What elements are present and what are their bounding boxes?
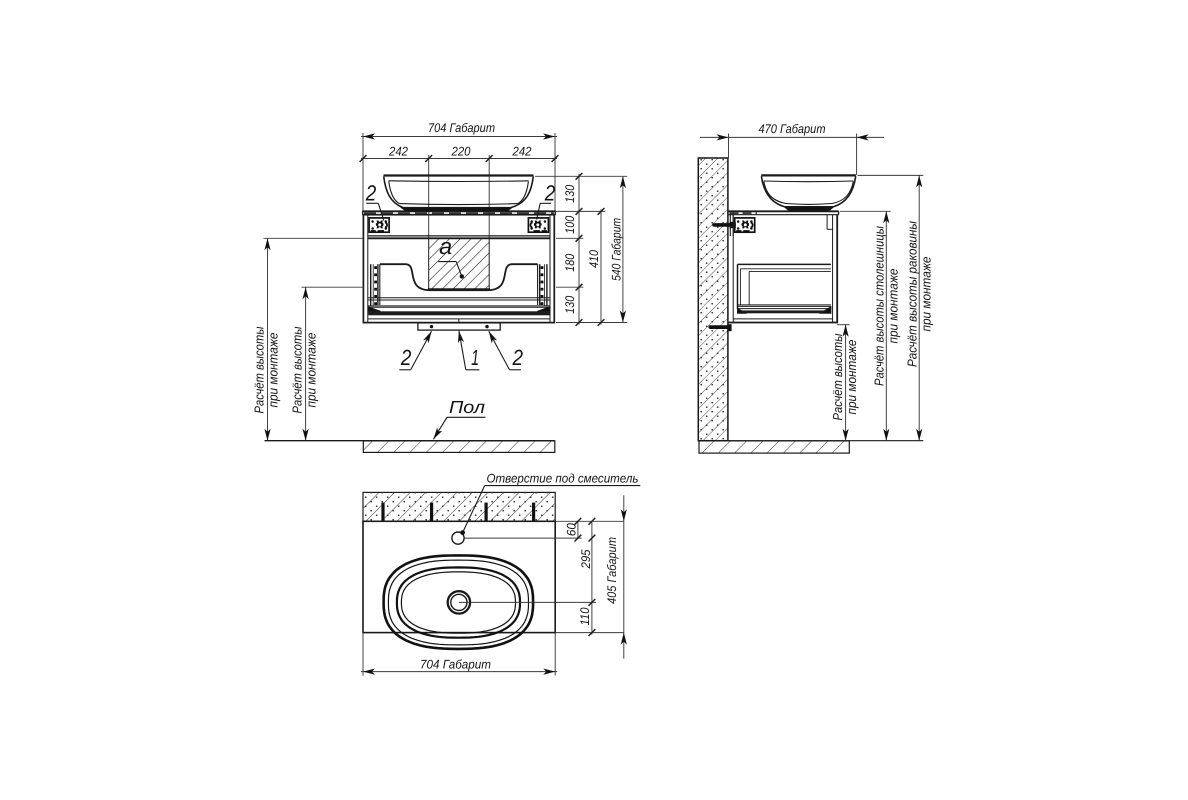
svg-text:540 Габарит: 540 Габарит	[609, 218, 623, 281]
svg-text:2: 2	[400, 345, 411, 370]
svg-text:704 Габарит: 704 Габарит	[428, 121, 495, 135]
svg-text:2: 2	[544, 181, 555, 206]
svg-text:242: 242	[388, 145, 408, 159]
svg-text:2: 2	[365, 181, 376, 206]
svg-text:2: 2	[512, 345, 523, 370]
svg-text:при монтаже: при монтаже	[886, 269, 901, 344]
svg-text:704 Габарит: 704 Габарит	[420, 658, 491, 672]
svg-text:Расчёт высоты столешницы: Расчёт высоты столешницы	[872, 226, 887, 386]
svg-text:Отверстие под смеситель: Отверстие под смеситель	[487, 472, 639, 486]
svg-text:при монтаже: при монтаже	[918, 257, 933, 332]
svg-text:Расчёт высоты: Расчёт высоты	[252, 326, 267, 413]
svg-text:130: 130	[563, 296, 577, 314]
svg-text:при монтаже: при монтаже	[844, 340, 859, 415]
svg-text:a: a	[439, 234, 452, 259]
svg-text:Расчёт высоты: Расчёт высоты	[830, 333, 845, 420]
svg-text:220: 220	[451, 145, 471, 159]
svg-text:1: 1	[471, 345, 479, 370]
svg-text:130: 130	[563, 185, 577, 203]
svg-text:405 Габарит: 405 Габарит	[605, 537, 619, 604]
svg-text:Расчёт высоты раковины: Расчёт высоты раковины	[904, 221, 919, 367]
svg-text:при монтаже: при монтаже	[266, 333, 281, 408]
svg-text:180: 180	[563, 254, 577, 272]
svg-text:Расчёт высоты: Расчёт высоты	[290, 326, 305, 413]
svg-text:110: 110	[578, 607, 592, 625]
svg-text:410: 410	[587, 250, 601, 268]
svg-text:470 Габарит: 470 Габарит	[759, 122, 826, 136]
svg-text:при монтаже: при монтаже	[304, 333, 319, 408]
svg-text:Пол: Пол	[449, 397, 485, 417]
svg-text:295: 295	[579, 549, 593, 569]
svg-text:242: 242	[512, 145, 532, 159]
svg-text:60: 60	[565, 523, 579, 536]
svg-text:100: 100	[563, 216, 577, 234]
